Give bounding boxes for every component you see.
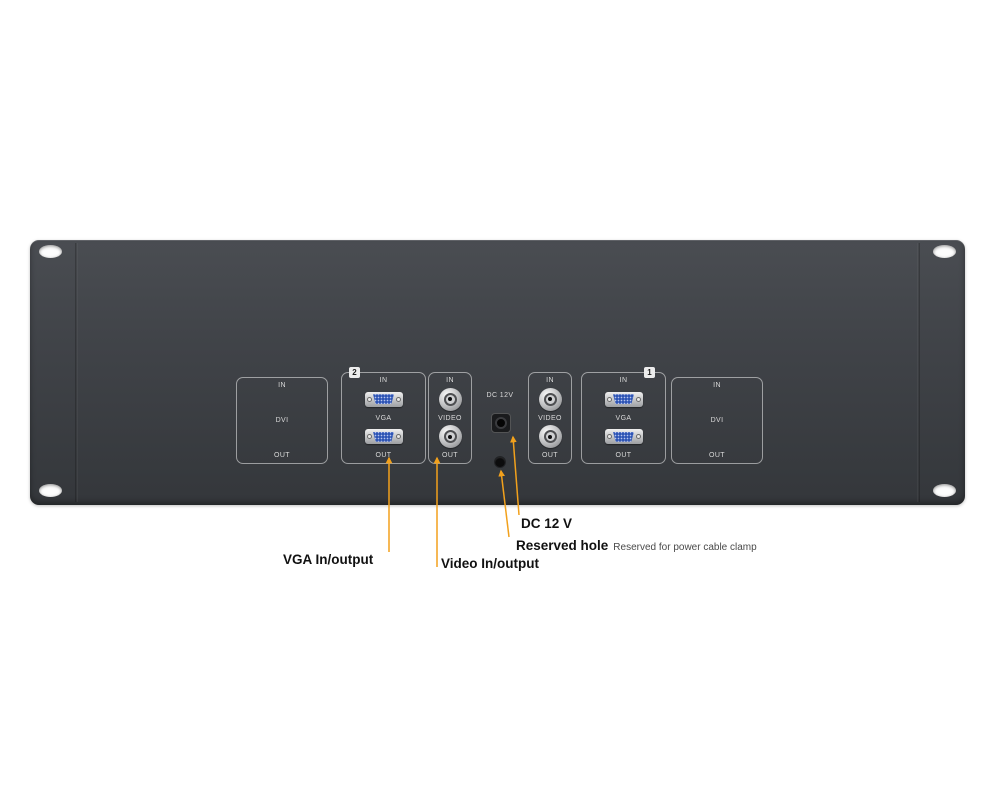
vga-screw-icon [635, 434, 641, 440]
callout-video-label: Video In/output [441, 556, 539, 571]
bnc-ring-icon [443, 392, 457, 406]
callout-vga-label: VGA In/output [283, 552, 374, 567]
bnc-in-connector-right [538, 387, 562, 411]
dvi-section-left: IN DVI OUT [236, 377, 328, 464]
vga-dsub-icon [373, 431, 394, 442]
mount-hole-top-right [933, 245, 956, 258]
dc-jack-hole [495, 417, 507, 429]
vga-dsub-icon [613, 394, 634, 405]
bnc-ring-icon [543, 392, 557, 406]
dc-power-jack [491, 413, 511, 433]
bnc-pin-icon [448, 397, 452, 402]
reserved-note-text: Reserved for power cable clamp [613, 542, 757, 553]
bnc-pin-icon [548, 434, 552, 439]
mount-hole-bottom-left [39, 484, 62, 497]
bnc-out-connector-right [538, 425, 562, 449]
mount-hole-bottom-right [933, 484, 956, 497]
vga-left-name: VGA [375, 414, 392, 422]
video-right-out-label: OUT [542, 452, 558, 459]
vga-screw-icon [366, 434, 372, 440]
vga-out-connector-right [604, 429, 643, 445]
video-left-name: VIDEO [438, 414, 462, 422]
callout-reserved-label: Reserved hole Reserved for power cable cl… [516, 538, 757, 554]
vga-dsub-icon [373, 394, 394, 405]
video-right-in-label: IN [546, 377, 554, 384]
mount-hole-top-left [39, 245, 62, 258]
video-right-name: VIDEO [538, 414, 562, 422]
vga-right-in-label: IN [619, 377, 628, 384]
video-section-left: IN VIDEO OUT [428, 372, 472, 464]
dc-12v-panel-label: DC 12V [486, 392, 514, 399]
vga-section-2: 2 IN VGA OUT [341, 367, 426, 464]
vga-screw-icon [635, 396, 641, 402]
vga-section-1: 1 IN VGA OUT [581, 367, 666, 464]
bnc-in-connector-left [438, 387, 462, 411]
dvi-right-name: DVI [710, 417, 724, 424]
vga-dsub-icon [613, 431, 634, 442]
vga-in-connector-right [604, 391, 643, 407]
vga-right-out-label: OUT [615, 452, 632, 459]
bnc-pin-icon [548, 397, 552, 402]
reserved-hole [495, 457, 505, 467]
bnc-pin-icon [448, 434, 452, 439]
bnc-ring-icon [443, 430, 457, 444]
bnc-ring-icon [543, 430, 557, 444]
panel-fold-left [75, 243, 78, 502]
vga-screw-icon [395, 434, 401, 440]
dvi-left-in-label: IN [278, 382, 286, 389]
vga-screw-icon [606, 434, 612, 440]
bnc-out-connector-left [438, 425, 462, 449]
vga-screw-icon [606, 396, 612, 402]
vga-left-out-label: OUT [375, 452, 392, 459]
video-left-in-label: IN [446, 377, 454, 384]
vga-out-connector-left [364, 429, 403, 445]
dvi-left-out-label: OUT [274, 452, 290, 459]
video-section-right: IN VIDEO OUT [528, 372, 572, 464]
reserved-label-text: Reserved hole [516, 538, 609, 553]
vga-in-connector-left [364, 391, 403, 407]
video-left-out-label: OUT [442, 452, 458, 459]
vga-section-2-badge: 2 [349, 367, 360, 378]
dvi-left-name: DVI [275, 417, 289, 424]
dvi-right-out-label: OUT [709, 452, 725, 459]
vga-screw-icon [366, 396, 372, 402]
vga-screw-icon [395, 396, 401, 402]
callout-dc-label: DC 12 V [521, 516, 573, 531]
dvi-section-right: IN DVI OUT [671, 377, 763, 464]
rack-rear-panel: IN DVI OUT 2 IN VGA OUT IN VIDEO OUT DC [30, 240, 965, 505]
dvi-right-in-label: IN [713, 382, 721, 389]
panel-fold-right [917, 243, 920, 502]
vga-left-in-label: IN [379, 377, 388, 384]
vga-section-1-badge: 1 [644, 367, 655, 378]
vga-right-name: VGA [615, 414, 632, 422]
